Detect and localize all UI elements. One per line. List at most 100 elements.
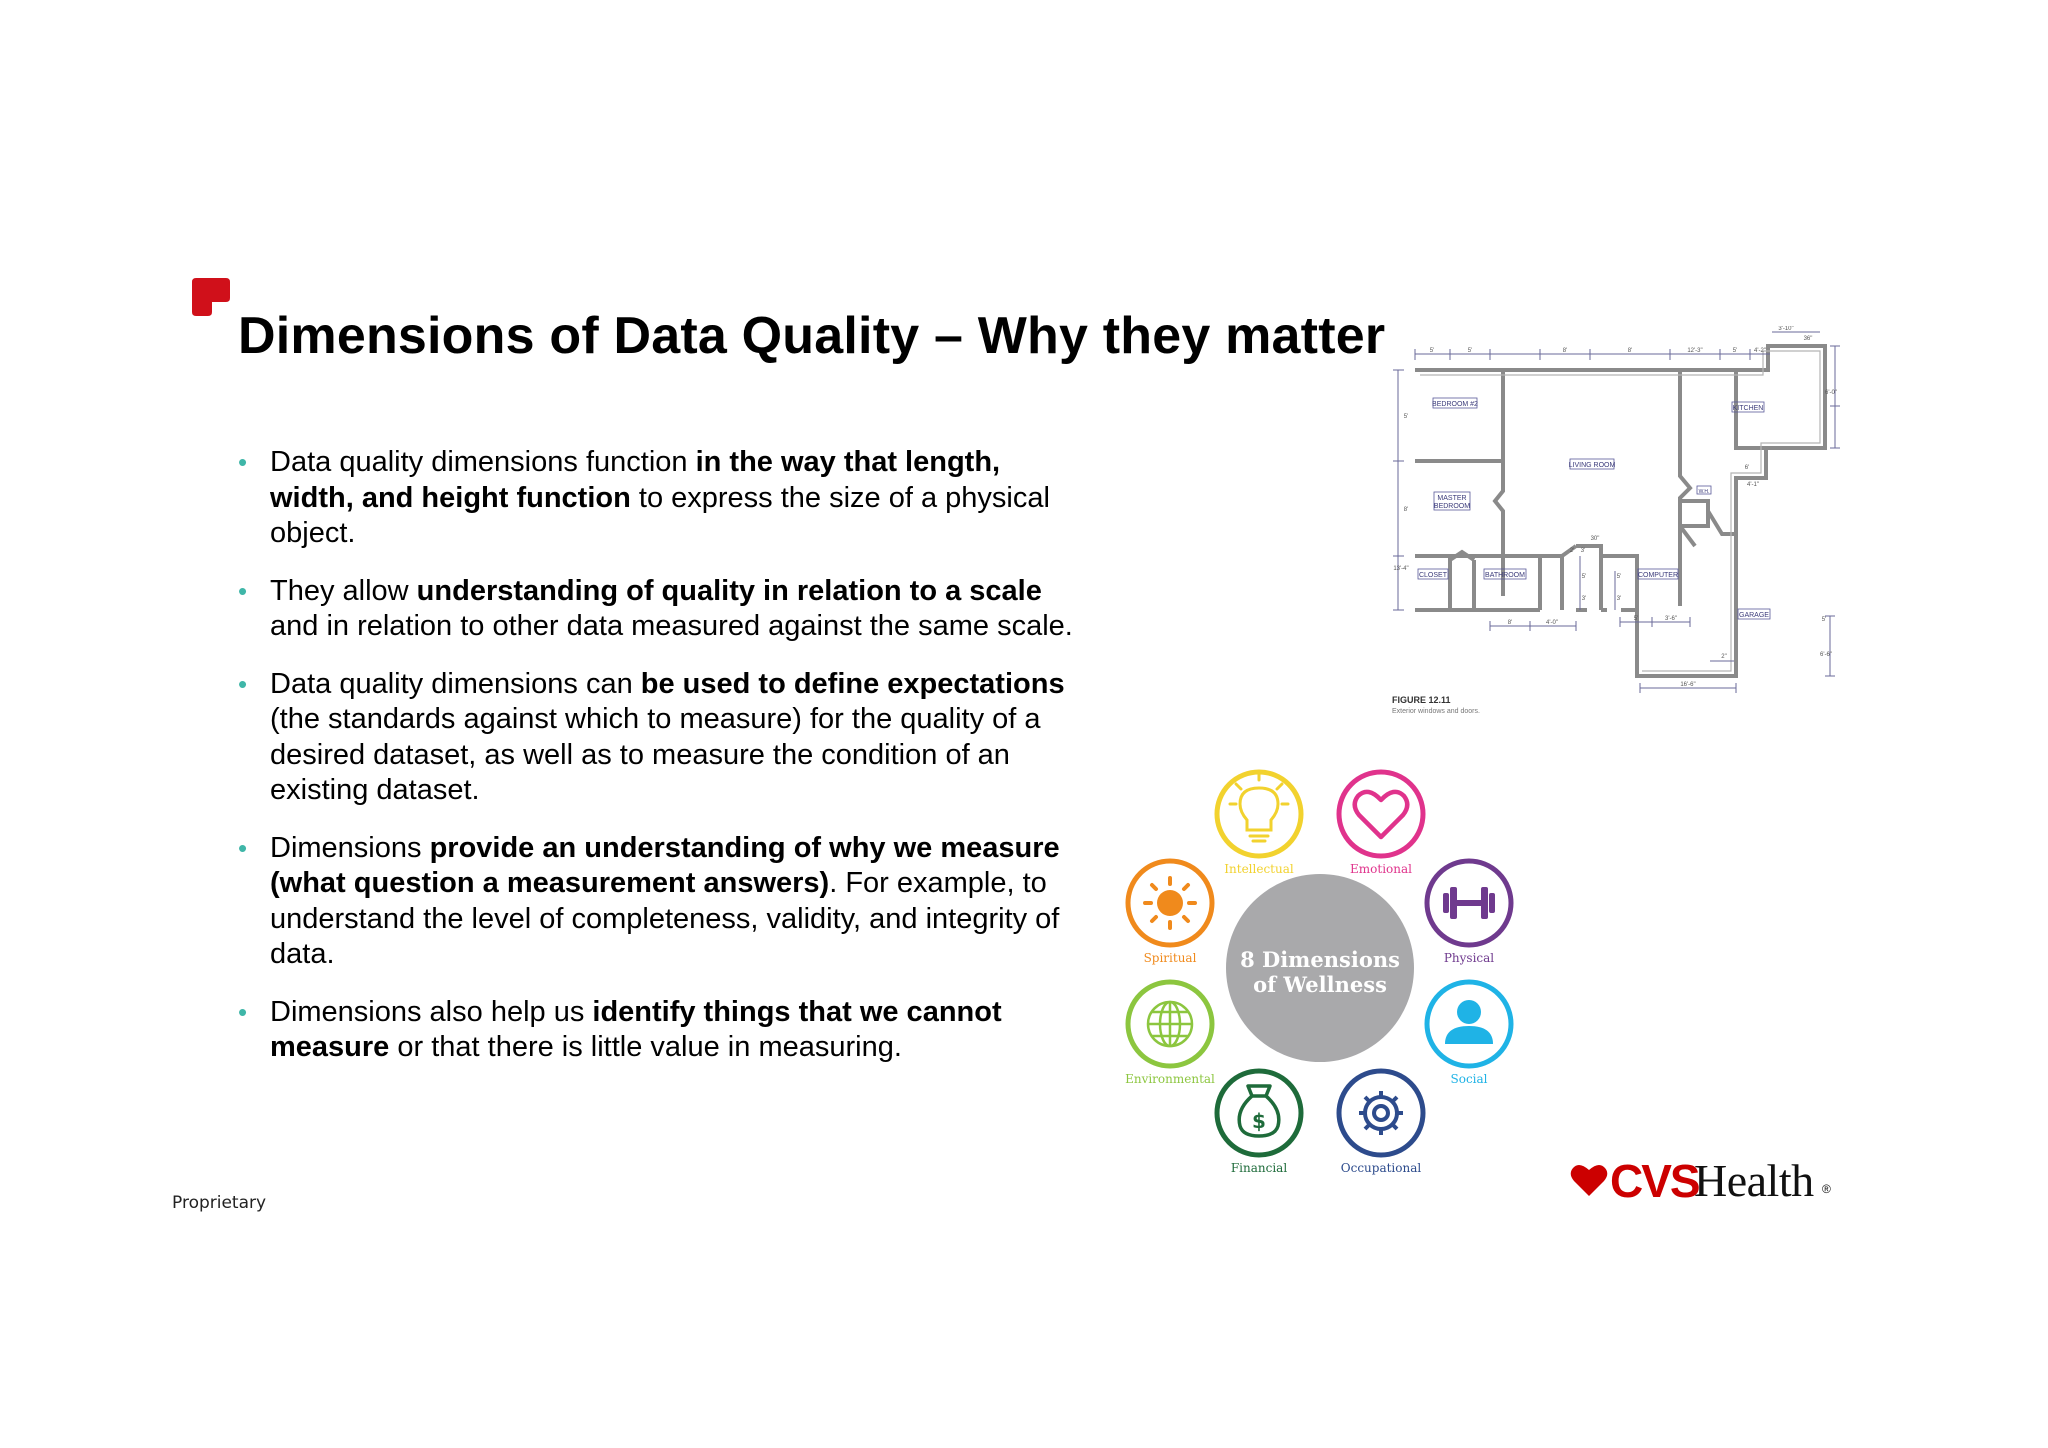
dimension-ring: [1336, 769, 1426, 859]
dim-text: 5': [1634, 616, 1638, 622]
bullet-bold-text: identify things that we cannot measure: [270, 995, 1002, 1064]
dimension-environmental: Environmental: [1125, 979, 1215, 1086]
bullet-plain-text: and in relation to other data measured a…: [270, 610, 1073, 642]
bullet-bold-text: be used to define expectations: [640, 667, 1065, 700]
dim-text: 4'-0": [1546, 620, 1558, 626]
bullet-item: • Dimensions provide an understanding of …: [236, 831, 1086, 973]
money-bag-icon: [1237, 1084, 1281, 1138]
room-label-wh: W.H.: [1699, 489, 1710, 495]
dimension-physical: Physical: [1424, 858, 1514, 965]
globe-icon: [1146, 1000, 1194, 1048]
bullet-plain-text: They allow: [270, 574, 417, 607]
dim-text: 5': [1617, 574, 1621, 580]
floor-plan-image: BEDROOM #2 MASTER BEDROOM LIVING ROOM KI…: [1392, 326, 1840, 715]
dim-text: 2": [1721, 654, 1726, 660]
room-label-closet: CLOSET: [1419, 572, 1448, 579]
dimension-label: Financial: [1231, 1161, 1287, 1175]
dim-text: 3': [1581, 548, 1585, 554]
bullet-plain-text: or that there is little value in measuri…: [389, 1031, 902, 1063]
bullet-text: They allow understanding of quality in r…: [270, 575, 1073, 643]
room-label-bathroom: BATHROOM: [1485, 572, 1525, 579]
room-label-master: MASTER: [1437, 495, 1466, 502]
dim-text: 3': [1617, 596, 1621, 602]
dimension-label: Spiritual: [1144, 951, 1197, 965]
dim-text: 5': [1404, 414, 1408, 420]
dim-text: 8': [1404, 507, 1408, 513]
brand-cvs: CVS: [1610, 1155, 1701, 1207]
bullet-dot: •: [238, 832, 248, 863]
room-label-living: LIVING ROOM: [1569, 462, 1616, 469]
dim-text: 5': [1733, 348, 1737, 354]
gear-icon: [1359, 1091, 1403, 1135]
bullet-bold-text: understanding of quality in relation to …: [416, 574, 1042, 607]
bullet-dot: •: [238, 575, 248, 606]
dim-text: 4'-1": [1747, 482, 1759, 488]
figure-label: FIGURE 12.11: [1392, 695, 1451, 705]
dimension-financial: $ Financial: [1214, 1068, 1304, 1175]
dim-text: 12'-3": [1687, 348, 1702, 354]
room-label-kitchen: KITCHEN: [1733, 405, 1764, 412]
wellness-center-title-line1: 8 Dimensions: [1240, 947, 1400, 972]
bullet-plain-text: to express the size of a physical object…: [270, 481, 1050, 550]
dumbbell-icon: [1443, 887, 1495, 919]
dim-text: 13'-4": [1393, 566, 1408, 572]
dimension-emotional: Emotional: [1336, 769, 1426, 876]
cvs-health-logo: CVS Health ®: [1570, 1155, 1870, 1207]
dim-text: 3': [1582, 596, 1586, 602]
dim-text: 8': [1628, 348, 1632, 354]
dim-text: 5': [1582, 574, 1586, 580]
dimension-label: Environmental: [1125, 1072, 1215, 1086]
room-label-garage: GARAGE: [1739, 612, 1769, 619]
bullet-plain-text: Dimensions also help us: [270, 995, 593, 1028]
bullet-text: Data quality dimensions can be used to d…: [270, 668, 1065, 807]
dim-text: 2': [1570, 548, 1574, 554]
dim-text: 4'-2": [1754, 348, 1766, 354]
dimension-label: Intellectual: [1224, 862, 1294, 876]
dim-text: 5': [1430, 348, 1434, 354]
bullet-item: • Data quality dimensions function in the…: [236, 445, 1086, 552]
bullet-plain-text: Data quality dimensions can: [270, 667, 641, 700]
dimension-ring: [1214, 1068, 1304, 1158]
dim-text: 5': [1822, 617, 1826, 623]
dimension-label: Social: [1451, 1072, 1488, 1086]
room-label-bedroom: BEDROOM: [1434, 503, 1470, 510]
dimension-social: Social: [1424, 979, 1514, 1086]
room-label-computer: COMPUTER: [1638, 572, 1678, 579]
bullet-dot: •: [238, 668, 248, 699]
dimension-label: Occupational: [1341, 1161, 1422, 1175]
bullet-bold-text: in the way that length, width, and heigh…: [270, 446, 1001, 514]
bullet-list: • Data quality dimensions function in the…: [236, 445, 1086, 1088]
dim-text: 16'-6": [1680, 682, 1695, 688]
bullet-bold-text: provide an understanding of why we measu…: [270, 831, 1060, 900]
dim-text: 36": [1804, 336, 1813, 342]
wellness-center-circle: [1226, 874, 1414, 1062]
wellness-diagram: 8 Dimensions of Wellness Intellectual Em…: [1125, 769, 1514, 1175]
heart-logo-icon: [1570, 1164, 1608, 1196]
dimension-spiritual: Spiritual: [1125, 858, 1215, 965]
room-label-bedroom2: BEDROOM #2: [1432, 401, 1478, 408]
bullet-plain-text: Data quality dimensions function: [270, 446, 696, 478]
slide-title: Dimensions of Data Quality – Why they ma…: [238, 307, 1386, 365]
dimension-intellectual: Intellectual: [1214, 769, 1304, 876]
dim-text: 30": [1591, 536, 1600, 542]
bullet-item: • They allow understanding of quality in …: [236, 574, 1086, 645]
brand-health: Health: [1694, 1155, 1814, 1206]
dimension-label: Emotional: [1350, 862, 1412, 876]
dimension-ring: [1214, 769, 1304, 859]
dim-text: 6'-6": [1820, 652, 1832, 658]
bullet-dot: •: [238, 996, 248, 1027]
figure-caption: Exterior windows and doors.: [1392, 708, 1480, 715]
dimension-ring: [1336, 1068, 1426, 1158]
dim-text: 6'-0": [1825, 390, 1837, 396]
dim-text: 5': [1468, 348, 1472, 354]
bullet-text: Dimensions provide an understanding of w…: [270, 832, 1060, 971]
brand-registered-mark: ®: [1822, 1182, 1831, 1196]
dim-text: 8': [1508, 620, 1512, 626]
sun-icon: [1143, 876, 1197, 930]
dim-text: 3'-10": [1778, 326, 1793, 332]
floor-plan-walls: [1415, 344, 1827, 678]
dim-text: 8': [1563, 348, 1567, 354]
dim-text: 3'-6": [1665, 616, 1677, 622]
bullet-dot: •: [238, 447, 248, 477]
